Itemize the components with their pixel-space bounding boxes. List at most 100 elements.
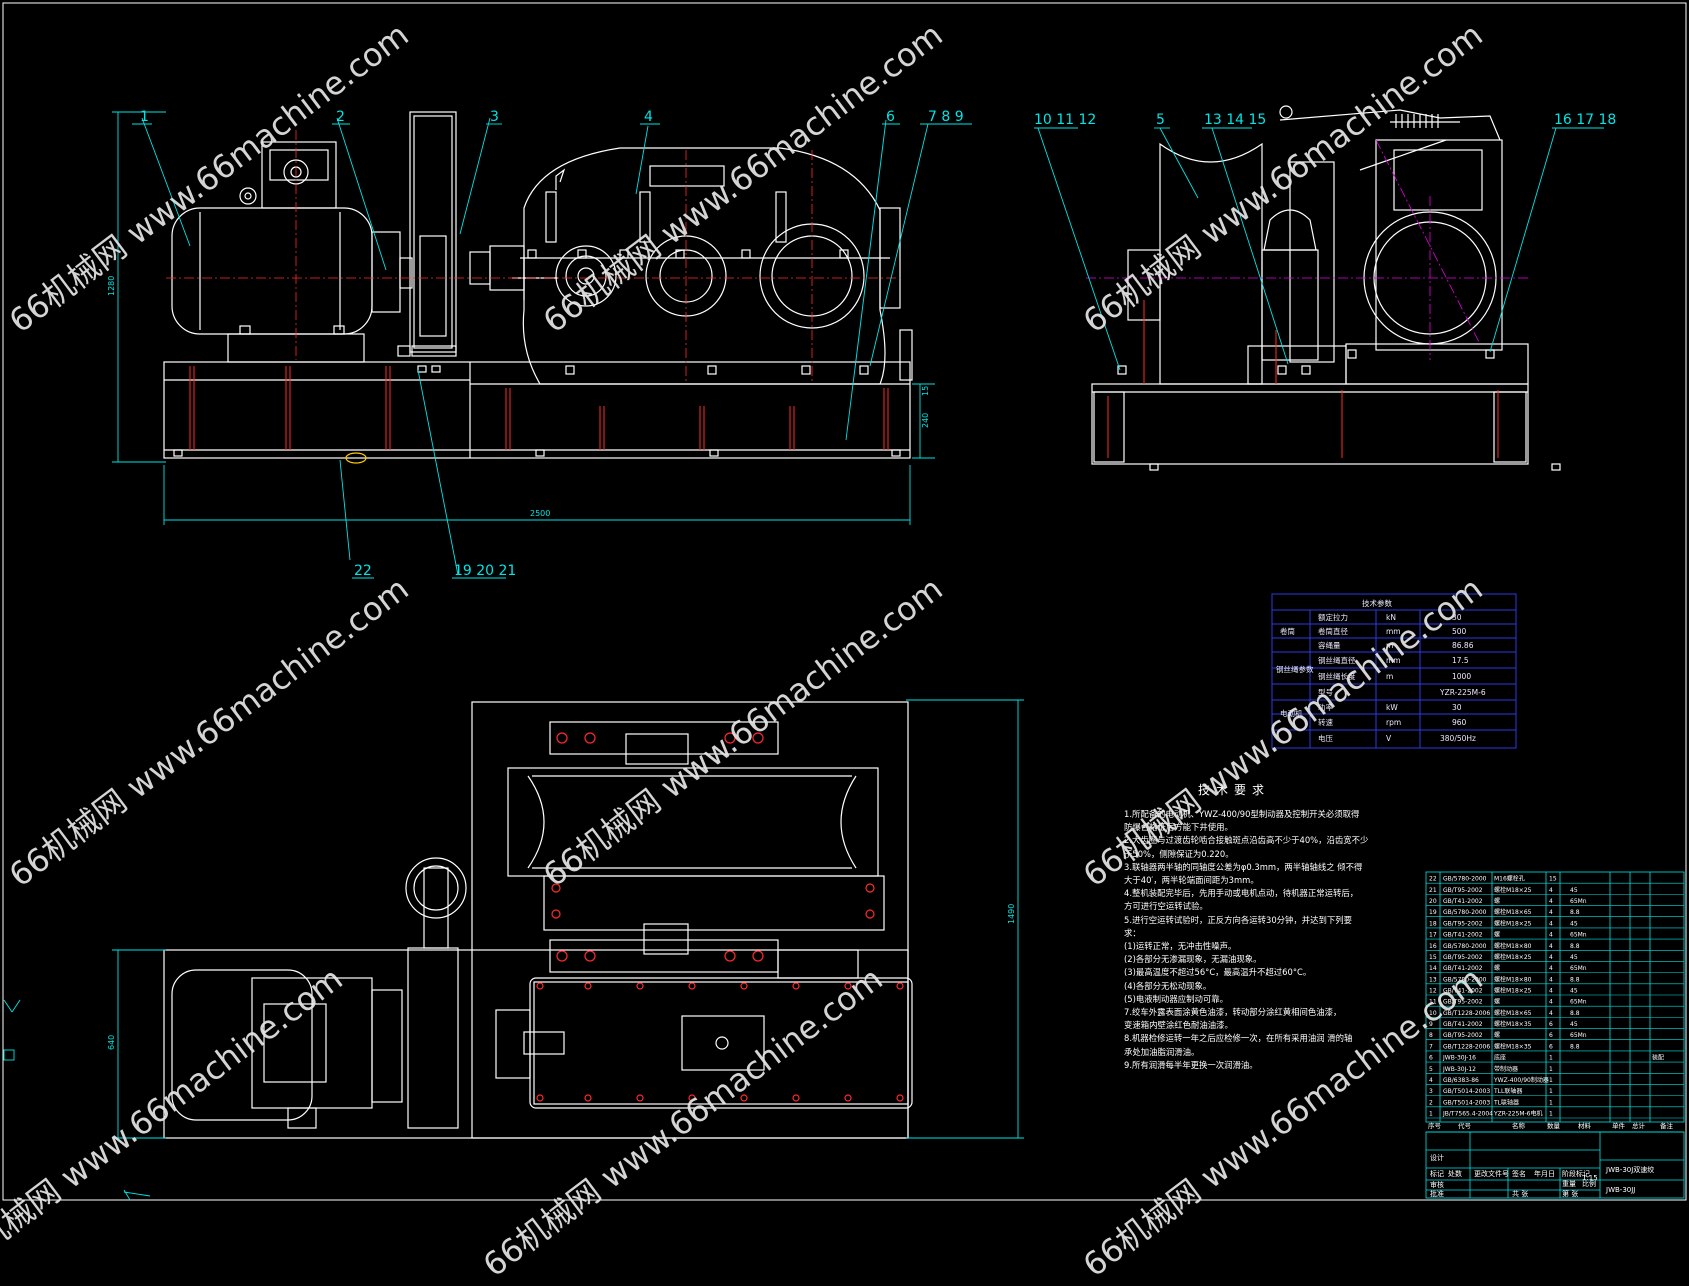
bom-cell: 1: [1549, 1099, 1553, 1106]
svg-text:86.86: 86.86: [1452, 641, 1474, 650]
bom-cell: 19: [1429, 909, 1437, 916]
bom-cell: 装配: [1652, 1054, 1664, 1062]
svg-text:kN: kN: [1386, 613, 1396, 622]
plan-view: [163, 701, 913, 1139]
tech-requirement-line: 变速箱内壁涂红色耐油油漆。: [1124, 1020, 1233, 1031]
svg-text:电压: 电压: [1318, 733, 1334, 743]
gearbox-bolts: [173, 249, 901, 457]
bom-cell: 17: [1429, 932, 1437, 939]
balloon-19-20-21: 19 20 21: [454, 563, 516, 579]
tech-requirement-line: 1.所配备的电动机、YWZ-400/90型制动器及控制开关必须取得: [1124, 809, 1360, 819]
bom-cell: GB/5780-2000: [1443, 976, 1487, 983]
svg-text:YZR-225M-6: YZR-225M-6: [1439, 688, 1486, 697]
bom-cell: 底座: [1494, 1054, 1506, 1062]
bom-cell: 8.8: [1570, 909, 1580, 916]
edge-marks: [3, 999, 151, 1201]
param-group-rope: 钢丝绳参数: [1276, 664, 1314, 674]
side-drum: [1159, 142, 1263, 385]
tech-requirement-line: 求：: [1124, 927, 1141, 938]
bom-cell: GB/5780-2000: [1443, 909, 1487, 916]
bom-cell: 65Mn: [1570, 1032, 1587, 1039]
bom-cell: GB/T95-2002: [1443, 954, 1483, 961]
side-centerlines: [1086, 139, 1530, 360]
bom-cell: 1: [1549, 1111, 1553, 1118]
bom-cell: 4: [1549, 988, 1553, 995]
svg-text:更改文件号: 更改文件号: [1474, 1169, 1509, 1178]
bom-cell: 8: [1429, 1032, 1433, 1039]
bom-cell: 4: [1549, 965, 1553, 972]
tech-requirement-line: (4)各部分无松动现象。: [1124, 980, 1212, 991]
tech-requirement-line: 2.大齿圈与过渡齿轮啮合接触斑点沿齿高不少于40%，沿齿宽不少: [1124, 835, 1369, 846]
svg-text:序号: 序号: [1428, 1121, 1442, 1130]
bom-cell: 6: [1549, 1032, 1553, 1039]
bom-cell: 6: [1549, 1021, 1553, 1028]
motor-bolts: [239, 325, 345, 335]
bom-cell: 螺栓M18×35: [1494, 1042, 1532, 1050]
svg-text:单件: 单件: [1612, 1121, 1626, 1130]
bom-cell: 4: [1549, 954, 1553, 961]
balloon-4: 4: [644, 109, 653, 125]
balloon-10-11-12: 10 11 12: [1034, 112, 1096, 128]
front-balloons: 1 2 3 4 6 7 8 9 22 19 20 21: [140, 109, 964, 579]
bom-cell: 4: [1549, 909, 1553, 916]
bom-cell: GB/5780-2000: [1443, 943, 1487, 950]
balloon-2: 2: [336, 109, 345, 125]
tech-requirements-title: 技术要求: [1198, 783, 1271, 797]
dim-base-height: 240: [921, 413, 930, 428]
bom-cell: 螺栓M18×25: [1494, 919, 1532, 927]
svg-text:第 张: 第 张: [1562, 1189, 1578, 1198]
bom-cell: 螺栓M18×25: [1494, 953, 1532, 961]
balloon-3: 3: [490, 109, 499, 125]
dim-plan-width: 1490: [1007, 904, 1016, 924]
bom-cell: 螺栓M18×80: [1494, 975, 1532, 983]
bom-cell: 1: [1549, 1088, 1553, 1095]
bom-cell: 8.8: [1570, 943, 1580, 950]
svg-text:mm: mm: [1386, 656, 1401, 665]
bom-cell: 15: [1429, 954, 1437, 961]
bom-cell: 8.8: [1570, 1043, 1580, 1050]
bom-cell: TL联轴器: [1493, 1098, 1519, 1106]
drawing-border: [2, 2, 1687, 1201]
param-group-drum: 卷筒: [1280, 626, 1296, 636]
bom-cell: GB/T95-2002: [1443, 920, 1483, 927]
tech-requirement-line: (3)最高温度不超过56°C，最高温升不超过60°C。: [1124, 967, 1312, 978]
balloon-22: 22: [354, 563, 372, 579]
drawing-number: JWB-30JJ: [1605, 1186, 1635, 1194]
bom-cell: M16螺栓孔: [1494, 875, 1525, 883]
bom-cell: 13: [1429, 976, 1437, 983]
bom-cell: 9: [1429, 1021, 1433, 1028]
front-dimensions: [112, 111, 972, 579]
svg-text:功率: 功率: [1318, 702, 1334, 712]
svg-text:kW: kW: [1386, 703, 1398, 712]
svg-text:备注: 备注: [1660, 1121, 1674, 1130]
balloon-16-17-18: 16 17 18: [1554, 112, 1616, 128]
bom-cell: YWZ-400/90制动器: [1493, 1076, 1549, 1084]
bom-cell: 45: [1570, 988, 1578, 995]
cad-drawing-canvas[interactable]: 2500 1280 240 15 1 2 3 4 6 7 8 9 22 19 2…: [0, 0, 1689, 1203]
svg-text:m: m: [1386, 672, 1393, 681]
bom-cell: 4: [1549, 999, 1553, 1006]
bom-cell: 螺栓M18×65: [1494, 1009, 1532, 1017]
drawing-scale: 1:15: [1582, 1174, 1598, 1182]
dim-overall-height: 1280: [107, 276, 116, 296]
bom-cell: 螺: [1494, 998, 1500, 1006]
bom-cell: 16: [1429, 943, 1437, 950]
tech-requirement-line: 8.机器检修运转一年之后应检修一次，在所有采用油润 滑的轴: [1124, 1033, 1353, 1044]
svg-text:30: 30: [1452, 703, 1462, 712]
tech-requirement-line: 5.进行空运转试验时，正反方向各运转30分钟，并达到下列要: [1124, 914, 1353, 925]
balloon-13-14-15: 13 14 15: [1204, 112, 1266, 128]
svg-text:额定拉力: 额定拉力: [1318, 612, 1348, 622]
svg-text:380/50Hz: 380/50Hz: [1440, 734, 1476, 743]
tech-requirement-line: 承处加油脂润滑油。: [1124, 1046, 1200, 1057]
front-dimension-labels: 2500 1280 240 15: [107, 276, 930, 518]
bom-cell: GB/T41-2002: [1443, 932, 1483, 939]
parameter-table-text: 技术参数 卷筒 钢丝绳参数 电动机 额定拉力 kN 30 卷筒直径 mm 500…: [1276, 598, 1486, 743]
bom-cell: TLL联轴器: [1493, 1087, 1522, 1095]
dim-base-sub: 15: [921, 386, 930, 396]
bom-cell: 65Mn: [1570, 999, 1587, 1006]
bom-cell: 4: [1549, 943, 1553, 950]
bom-cell: 21: [1429, 887, 1437, 894]
svg-text:名称: 名称: [1512, 1121, 1526, 1130]
bom-cell: GB/T5014-2003: [1443, 1088, 1490, 1095]
bom-cell: GB/T41-2002: [1443, 988, 1483, 995]
